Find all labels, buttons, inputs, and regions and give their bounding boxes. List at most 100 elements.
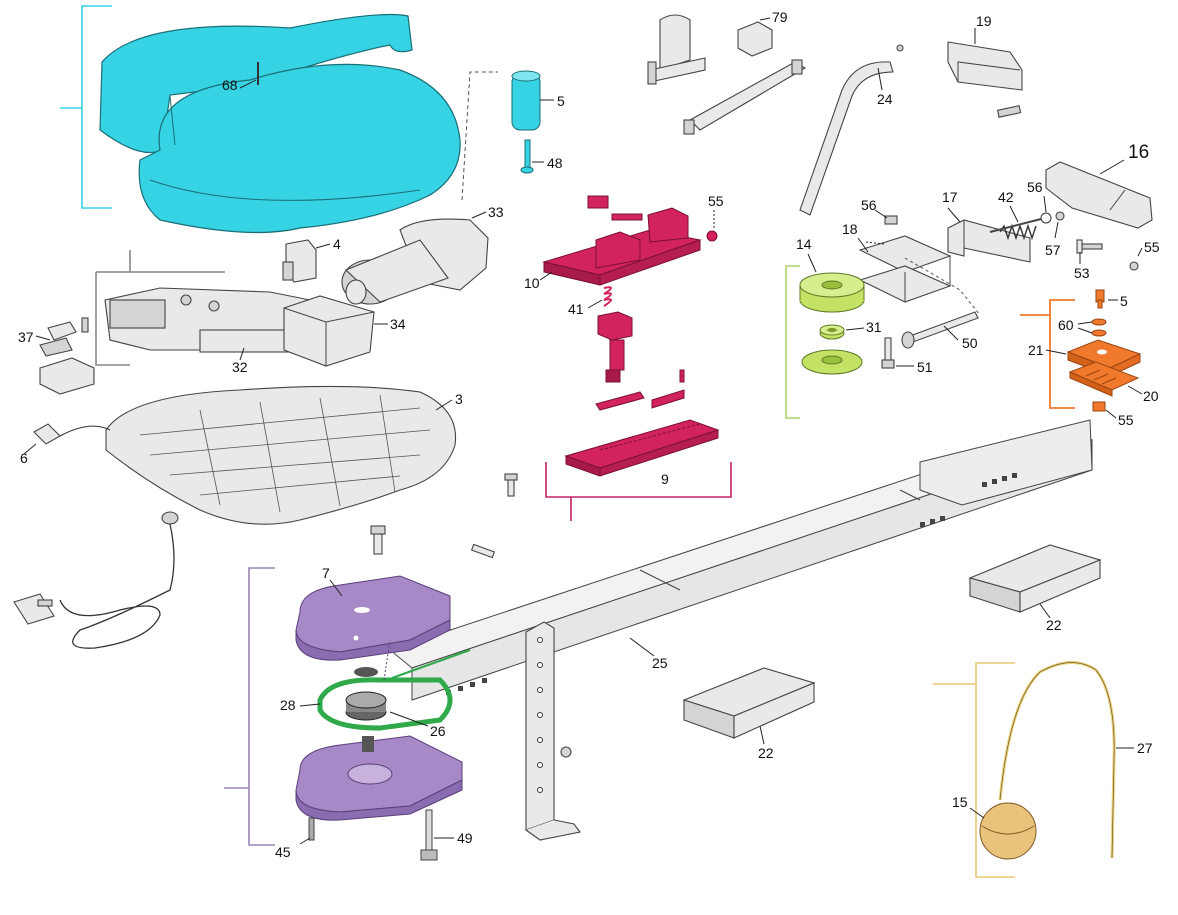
label-53: 53 bbox=[1074, 265, 1090, 281]
label-19: 19 bbox=[976, 13, 992, 29]
gear-housing-lower bbox=[295, 735, 463, 821]
nut-55-carriage bbox=[706, 230, 718, 242]
label-79: 79 bbox=[772, 9, 788, 25]
screw-small bbox=[504, 473, 518, 497]
u-bracket-17 bbox=[947, 219, 1031, 263]
label-6: 6 bbox=[20, 450, 28, 466]
perforated-bar bbox=[525, 621, 581, 841]
sensor-6 bbox=[33, 423, 111, 445]
label-31: 31 bbox=[866, 319, 882, 335]
label-20: 20 bbox=[1143, 388, 1159, 404]
bracket-cover bbox=[60, 5, 112, 209]
screw-5-orange bbox=[1095, 289, 1105, 309]
label-22-left: 22 bbox=[758, 745, 774, 761]
nut-55-right bbox=[1129, 261, 1139, 271]
label-32: 32 bbox=[232, 359, 248, 375]
label-21: 21 bbox=[1028, 342, 1044, 358]
label-48: 48 bbox=[547, 155, 563, 171]
wall-bracket-mount bbox=[647, 14, 706, 85]
latch-lever bbox=[595, 369, 685, 411]
bearing-31 bbox=[819, 324, 845, 340]
screw-medium bbox=[370, 525, 386, 555]
label-7: 7 bbox=[322, 565, 330, 581]
screw-45 bbox=[308, 817, 315, 841]
nut-rail bbox=[560, 746, 572, 758]
carriage-10 bbox=[542, 195, 702, 286]
control-board bbox=[104, 287, 311, 353]
nut-55-orange bbox=[1092, 401, 1106, 412]
label-37: 37 bbox=[18, 329, 34, 345]
door-bracket-19 bbox=[947, 41, 1023, 118]
label-28: 28 bbox=[280, 697, 296, 713]
label-18: 18 bbox=[842, 221, 858, 237]
label-9: 9 bbox=[661, 471, 669, 487]
switch-4 bbox=[282, 239, 317, 283]
power-cord bbox=[13, 511, 179, 649]
label-51: 51 bbox=[917, 359, 933, 375]
label-10: 10 bbox=[524, 275, 540, 291]
label-24: 24 bbox=[877, 91, 893, 107]
gear-14 bbox=[799, 272, 865, 313]
label-34: 34 bbox=[390, 316, 406, 332]
label-15: 15 bbox=[952, 794, 968, 810]
bracket-belt bbox=[224, 567, 275, 846]
label-5-orange: 5 bbox=[1120, 293, 1128, 309]
spring-42 bbox=[989, 217, 1046, 241]
label-26: 26 bbox=[430, 723, 446, 739]
ball-15 bbox=[979, 802, 1037, 860]
transformer-34 bbox=[283, 295, 375, 367]
clip-79 bbox=[737, 21, 773, 57]
label-56-right: 56 bbox=[1027, 179, 1043, 195]
label-4: 4 bbox=[333, 236, 341, 252]
label-56-left: 56 bbox=[861, 197, 877, 213]
label-5-top: 5 bbox=[557, 93, 565, 109]
gear-housing-7 bbox=[295, 575, 451, 661]
washer-56-right bbox=[1040, 212, 1052, 224]
carriage-track-9 bbox=[564, 419, 720, 477]
label-22-right: 22 bbox=[1046, 617, 1062, 633]
motor-33 bbox=[341, 218, 489, 305]
bracket-board bbox=[95, 250, 225, 366]
label-49: 49 bbox=[457, 830, 473, 846]
label-55-right: 55 bbox=[1144, 239, 1160, 255]
label-50: 50 bbox=[962, 335, 978, 351]
label-16: 16 bbox=[1128, 142, 1149, 163]
label-3: 3 bbox=[455, 391, 463, 407]
spacer-part-5 bbox=[511, 70, 541, 131]
u-channel-22-left bbox=[682, 667, 816, 739]
bolt-49 bbox=[420, 809, 438, 861]
u-channel-22-right bbox=[968, 544, 1102, 613]
bolt-53 bbox=[1076, 239, 1103, 254]
label-68: 68 bbox=[222, 77, 238, 93]
rope-27 bbox=[998, 661, 1116, 859]
bracket-carriage bbox=[545, 462, 732, 521]
label-45: 45 bbox=[275, 844, 291, 860]
label-55-carriage: 55 bbox=[708, 193, 724, 209]
label-25: 25 bbox=[652, 655, 668, 671]
label-14: 14 bbox=[796, 236, 812, 252]
label-27: 27 bbox=[1137, 740, 1153, 756]
label-17: 17 bbox=[942, 189, 958, 205]
spring-41 bbox=[603, 286, 612, 307]
bracket-plate bbox=[1020, 299, 1075, 409]
bracket-rope bbox=[933, 662, 1015, 878]
plate-20 bbox=[1068, 361, 1140, 397]
pulley-26 bbox=[345, 667, 387, 721]
bolt-51 bbox=[881, 337, 895, 369]
label-57: 57 bbox=[1045, 242, 1061, 258]
long-bolt-50 bbox=[901, 311, 979, 349]
washers-60 bbox=[1091, 318, 1107, 337]
terminal-37 bbox=[39, 317, 95, 395]
screw-48 bbox=[520, 139, 534, 174]
washer-gear bbox=[801, 349, 863, 375]
bolt-small bbox=[470, 543, 496, 559]
label-42: 42 bbox=[998, 189, 1014, 205]
label-41: 41 bbox=[568, 301, 584, 317]
mount-plate-18 bbox=[858, 235, 981, 316]
nut-56 bbox=[884, 215, 898, 225]
connecting-bar bbox=[683, 59, 807, 135]
label-60: 60 bbox=[1058, 317, 1074, 333]
label-33: 33 bbox=[488, 204, 504, 220]
curved-arm-24 bbox=[799, 44, 904, 216]
